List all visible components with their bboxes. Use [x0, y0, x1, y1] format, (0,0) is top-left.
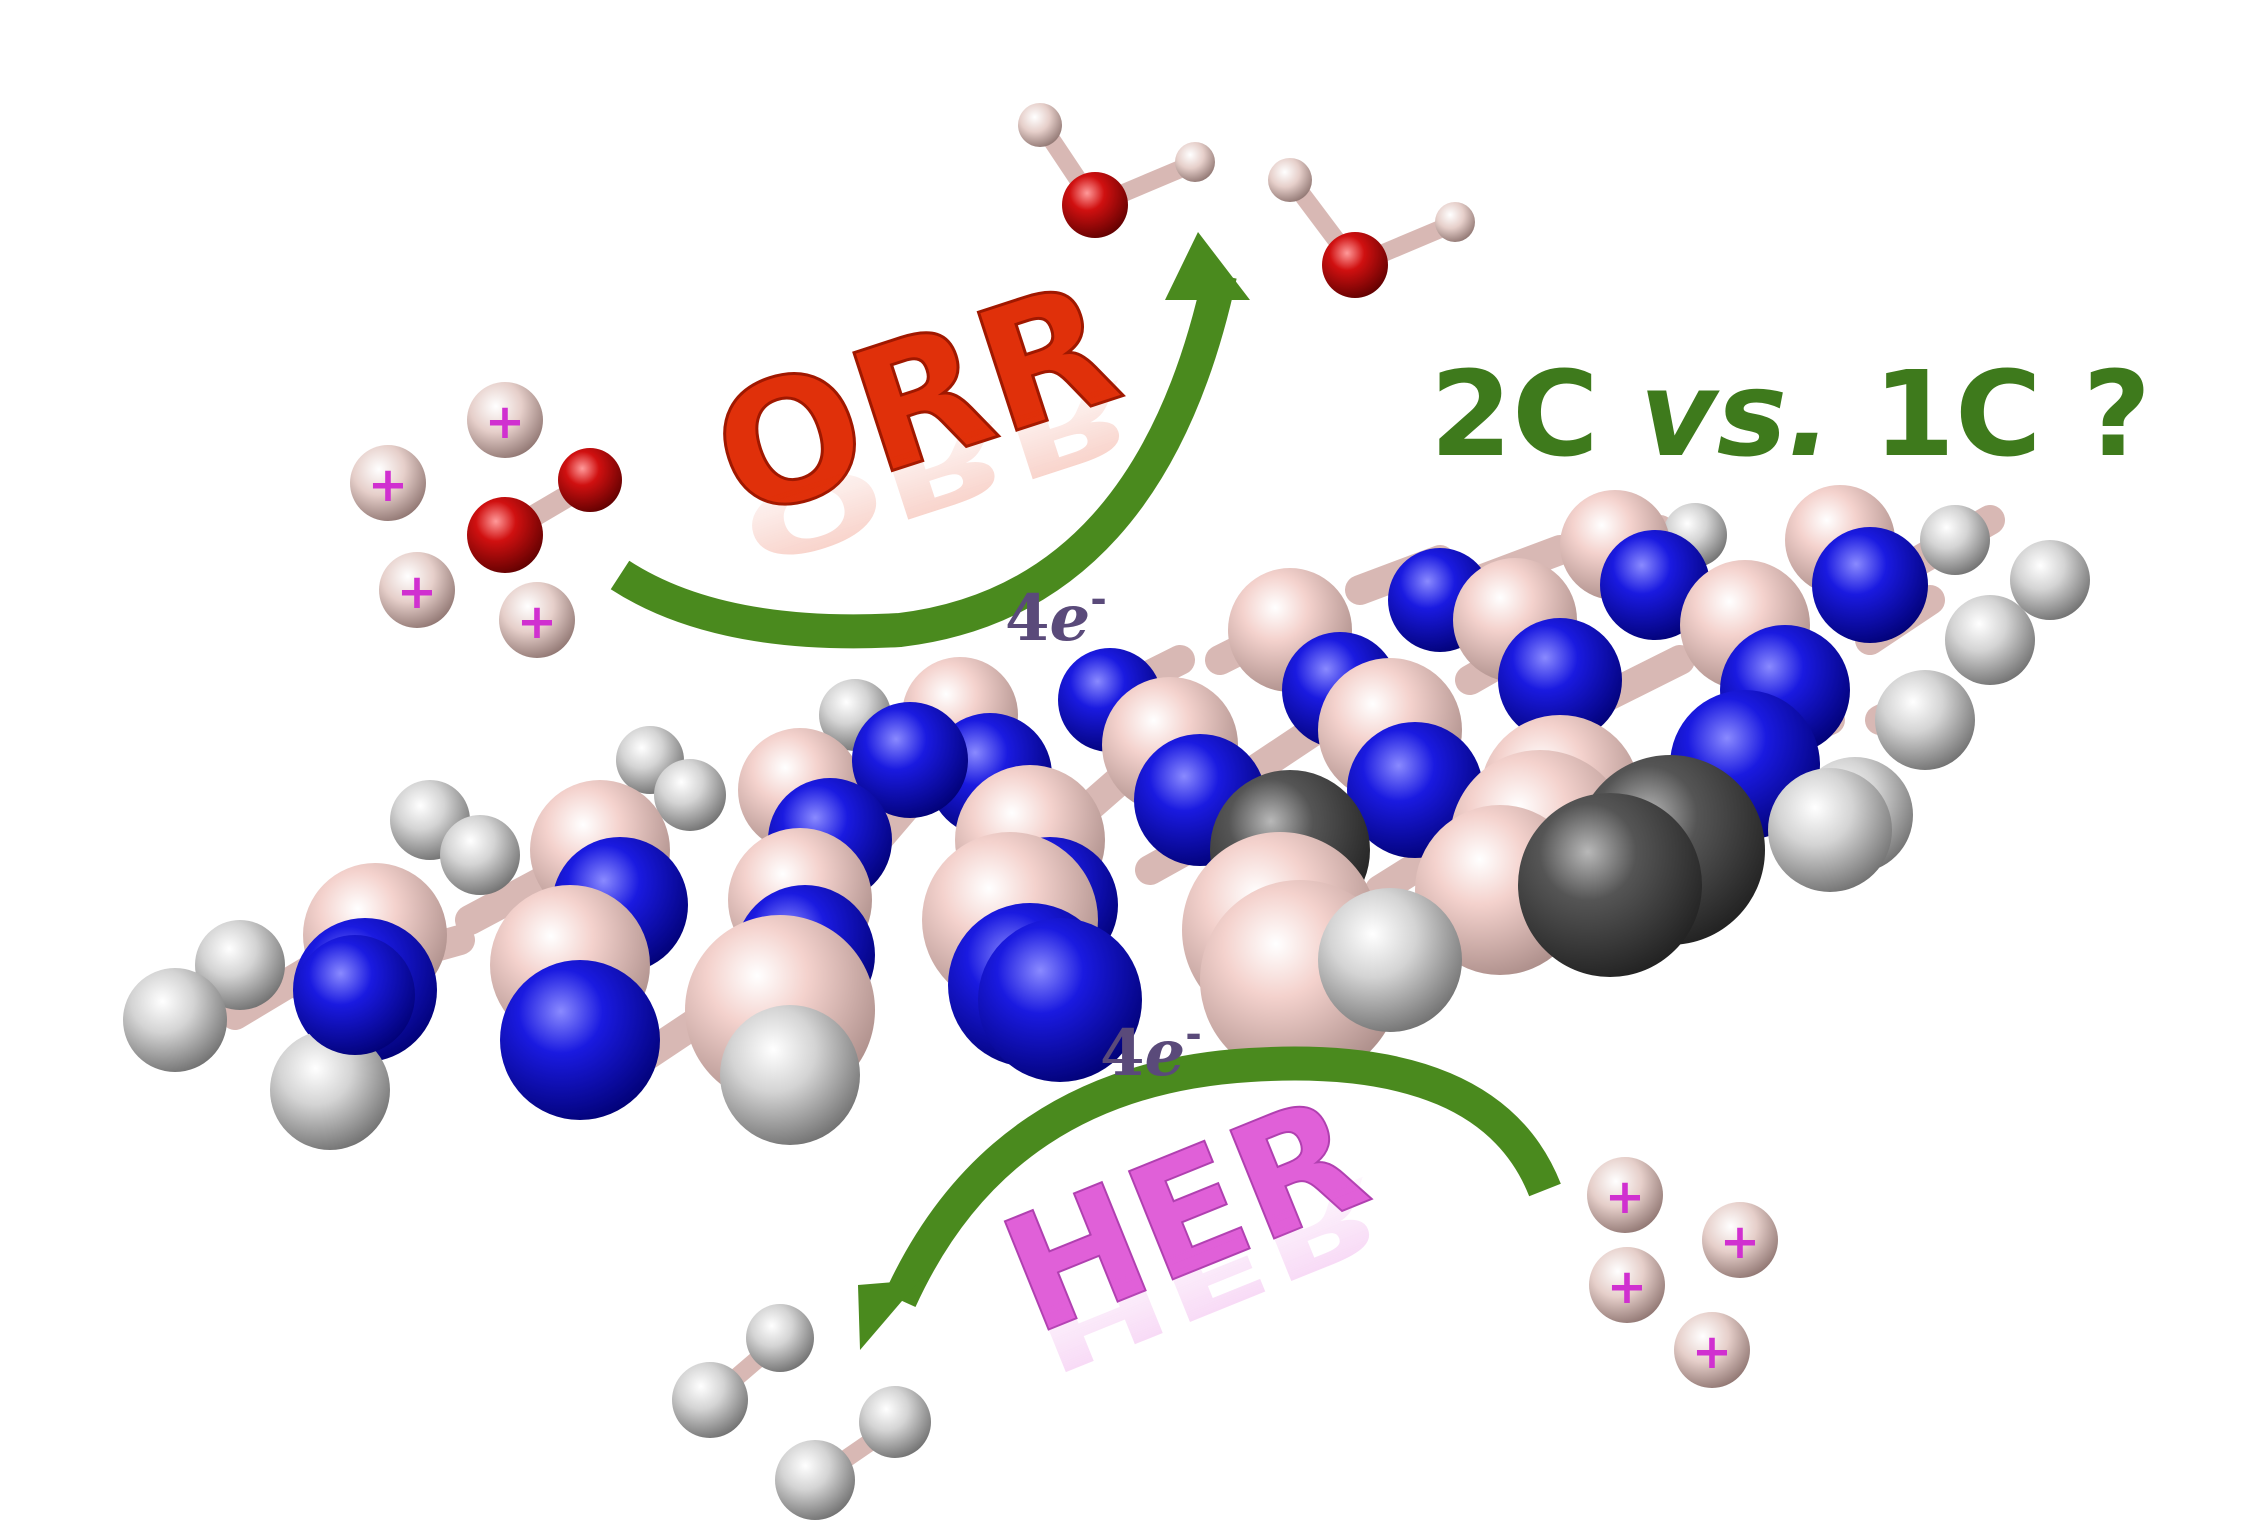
nitrogen-atom — [295, 935, 415, 1055]
hydrogen-atom — [746, 1304, 814, 1372]
electron-label-her: 4e- — [1100, 1010, 1202, 1091]
proton-plus: + — [1607, 1259, 1647, 1315]
proton-plus: + — [1720, 1214, 1760, 1270]
nitrogen-atom — [1812, 527, 1928, 643]
hydrogen-atom — [123, 968, 227, 1072]
oxygen-atom — [1322, 232, 1388, 298]
proton-plus: + — [397, 564, 437, 620]
hydrogen-atom — [440, 815, 520, 895]
oxygen-atom — [467, 497, 543, 573]
water-molecule — [1268, 158, 1475, 298]
hydrogen-atom — [2010, 540, 2090, 620]
hydrogen-atom — [1175, 142, 1215, 182]
her-arrowhead — [858, 1280, 920, 1350]
hydrogen-atom — [195, 920, 285, 1010]
hydrogen-atom — [1920, 505, 1990, 575]
hydrogen-atom — [1435, 202, 1475, 242]
hydrogen-atom — [654, 759, 726, 831]
proton-plus: + — [1605, 1169, 1645, 1225]
her-arrow — [884, 1046, 1561, 1308]
electron-label-orr: 4e- — [1005, 575, 1107, 656]
hydrogen-atom — [1875, 670, 1975, 770]
hydrogen-atom — [672, 1362, 748, 1438]
proton-plus: + — [1692, 1324, 1732, 1380]
proton-sphere — [350, 445, 426, 521]
proton-sphere — [499, 582, 575, 658]
proton: + — [1702, 1202, 1778, 1278]
hydrogen-atom — [1018, 103, 1062, 147]
proton-plus: + — [485, 394, 525, 450]
proton: + — [499, 582, 575, 658]
hydrogen-atom — [1945, 595, 2035, 685]
carbon-atom — [1518, 793, 1702, 977]
question-label: 2C vs. 1C ? — [1430, 345, 2151, 483]
proton-plus: + — [517, 594, 557, 650]
nitrogen-atom — [500, 960, 660, 1120]
water-molecule — [1018, 103, 1215, 238]
proton-sphere — [1674, 1312, 1750, 1388]
hydrogen-atom — [1318, 888, 1462, 1032]
hydrogen-atom — [859, 1386, 931, 1458]
proton: + — [379, 552, 455, 628]
proton-sphere — [1702, 1202, 1778, 1278]
hydrogen-atom — [720, 1005, 860, 1145]
proton: + — [1587, 1157, 1663, 1233]
proton-sphere — [1587, 1157, 1663, 1233]
nitrogen-atom — [852, 702, 968, 818]
orr-arrowhead — [1165, 232, 1250, 300]
proton-plus: + — [368, 457, 408, 513]
hydrogen-atom — [1768, 768, 1892, 892]
nitrogen-atom — [1498, 618, 1622, 742]
proton-sphere — [467, 382, 543, 458]
orr-arrow — [610, 271, 1237, 649]
nitrogen-atom — [978, 918, 1142, 1082]
oxygen-atom — [558, 448, 622, 512]
proton: + — [1674, 1312, 1750, 1388]
proton-sphere — [1589, 1247, 1665, 1323]
proton: + — [350, 445, 426, 521]
oxygen-atom — [1062, 172, 1128, 238]
hydrogen-atom — [775, 1440, 855, 1520]
hydrogen-atom — [270, 1030, 390, 1150]
proton: + — [467, 382, 543, 458]
hexagonal-sheet — [123, 485, 2090, 1150]
hydrogen-molecule — [775, 1386, 931, 1520]
proton: + — [1589, 1247, 1665, 1323]
hydrogen-atom — [1268, 158, 1312, 202]
hydrogen-molecule — [672, 1304, 814, 1438]
proton-sphere — [379, 552, 455, 628]
oxygen-molecule — [467, 448, 622, 573]
